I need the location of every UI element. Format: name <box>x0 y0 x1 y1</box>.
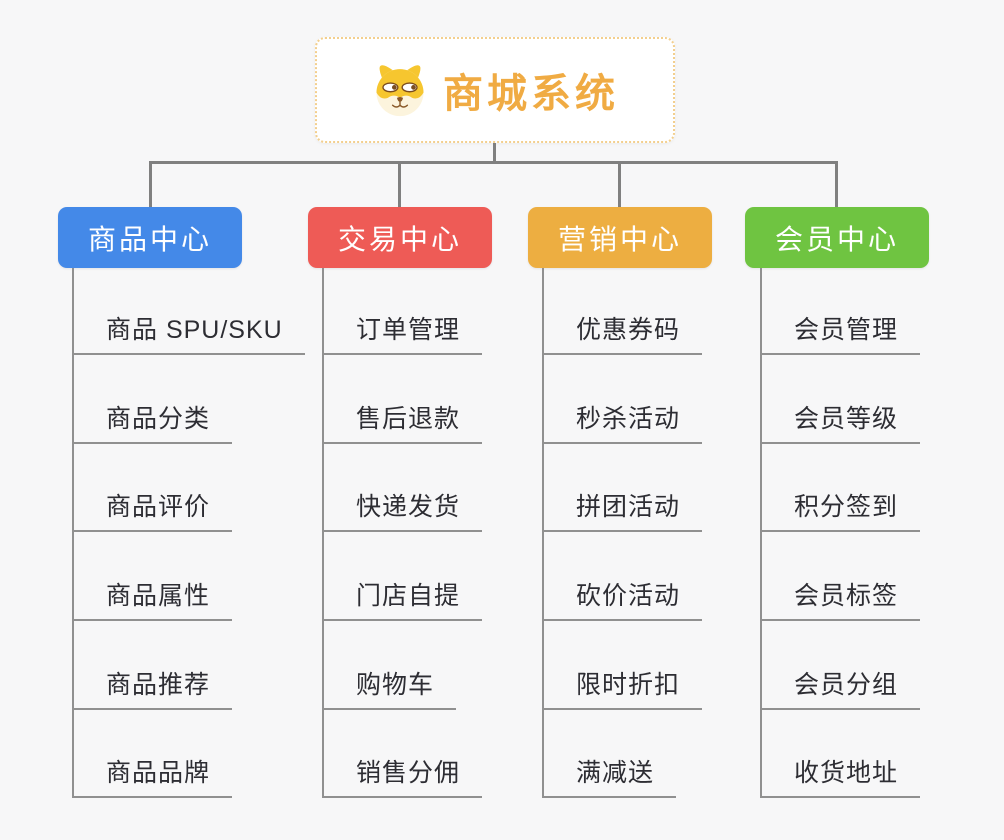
leaf-label: 购物车 <box>356 671 435 699</box>
leaf-label: 商品 SPU/SKU <box>106 316 283 344</box>
leaf-node[interactable]: 商品属性 <box>72 576 233 621</box>
leaf-label: 满减送 <box>576 759 655 787</box>
leaf-node[interactable]: 满减送 <box>542 753 677 798</box>
leaf-label: 积分签到 <box>794 493 899 521</box>
leaf-node[interactable]: 商品 SPU/SKU <box>72 310 305 355</box>
connector-horizontal <box>149 161 838 164</box>
leaf-node[interactable]: 商品品牌 <box>72 753 233 798</box>
leaf-node[interactable]: 砍价活动 <box>542 576 703 621</box>
leaf-node[interactable]: 快递发货 <box>322 487 483 532</box>
leaf-node[interactable]: 销售分佣 <box>322 753 483 798</box>
branch-node-marketing-center[interactable]: 营销中心 <box>528 207 712 268</box>
leaf-label: 收货地址 <box>794 759 899 787</box>
leaf-label: 会员管理 <box>794 316 899 344</box>
leaf-node[interactable]: 商品评价 <box>72 487 233 532</box>
branch-node-trade-center[interactable]: 交易中心 <box>308 207 492 268</box>
branch-label: 会员中心 <box>774 223 899 255</box>
leaf-node[interactable]: 会员等级 <box>760 399 921 444</box>
branch-label: 商品中心 <box>87 223 212 255</box>
leaf-node[interactable]: 积分签到 <box>760 487 921 532</box>
leaf-node[interactable]: 收货地址 <box>760 753 921 798</box>
leaf-node[interactable]: 商品分类 <box>72 399 233 444</box>
branch-trunk-line <box>542 268 544 798</box>
leaf-label: 门店自提 <box>356 582 461 610</box>
leaf-node[interactable]: 会员标签 <box>760 576 921 621</box>
leaf-label: 拼团活动 <box>576 493 681 521</box>
leaf-node[interactable]: 拼团活动 <box>542 487 703 532</box>
leaf-label: 商品属性 <box>106 582 211 610</box>
connector-drop-3 <box>618 161 621 208</box>
branch-node-product-center[interactable]: 商品中心 <box>58 207 242 268</box>
leaf-node[interactable]: 订单管理 <box>322 310 483 355</box>
leaf-node[interactable]: 商品推荐 <box>72 665 233 710</box>
root-title: 商城系统 <box>443 72 619 116</box>
leaf-label: 优惠券码 <box>576 316 681 344</box>
leaf-label: 商品推荐 <box>106 671 211 699</box>
leaf-label: 会员等级 <box>794 405 899 433</box>
leaf-label: 商品分类 <box>106 405 211 433</box>
branch-trunk-line <box>72 268 74 798</box>
leaf-node[interactable]: 售后退款 <box>322 399 483 444</box>
leaf-node[interactable]: 限时折扣 <box>542 665 703 710</box>
leaf-label: 快递发货 <box>356 493 461 521</box>
connector-drop-4 <box>835 161 838 208</box>
leaf-label: 商品品牌 <box>106 759 211 787</box>
connector-root-stub <box>493 143 496 164</box>
leaf-label: 会员分组 <box>794 671 899 699</box>
leaf-label: 销售分佣 <box>356 759 461 787</box>
leaf-node[interactable]: 会员管理 <box>760 310 921 355</box>
branch-trunk-line <box>322 268 324 798</box>
branch-trunk-line <box>760 268 762 798</box>
leaf-label: 售后退款 <box>356 405 461 433</box>
branch-label: 交易中心 <box>337 223 462 255</box>
leaf-node[interactable]: 门店自提 <box>322 576 483 621</box>
branch-node-member-center[interactable]: 会员中心 <box>745 207 929 268</box>
mindmap-root-node[interactable]: 商城系统 <box>315 37 675 143</box>
leaf-label: 砍价活动 <box>576 582 681 610</box>
leaf-label: 订单管理 <box>356 316 461 344</box>
branch-label: 营销中心 <box>557 223 682 255</box>
leaf-label: 限时折扣 <box>576 671 681 699</box>
leaf-node[interactable]: 秒杀活动 <box>542 399 703 444</box>
leaf-label: 商品评价 <box>106 493 211 521</box>
connector-drop-2 <box>398 161 401 208</box>
leaf-node[interactable]: 优惠券码 <box>542 310 703 355</box>
leaf-node[interactable]: 购物车 <box>322 665 457 710</box>
leaf-label: 会员标签 <box>794 582 899 610</box>
leaf-label: 秒杀活动 <box>576 405 681 433</box>
connector-drop-1 <box>149 161 152 208</box>
shiba-dog-icon <box>371 63 429 117</box>
leaf-node[interactable]: 会员分组 <box>760 665 921 710</box>
